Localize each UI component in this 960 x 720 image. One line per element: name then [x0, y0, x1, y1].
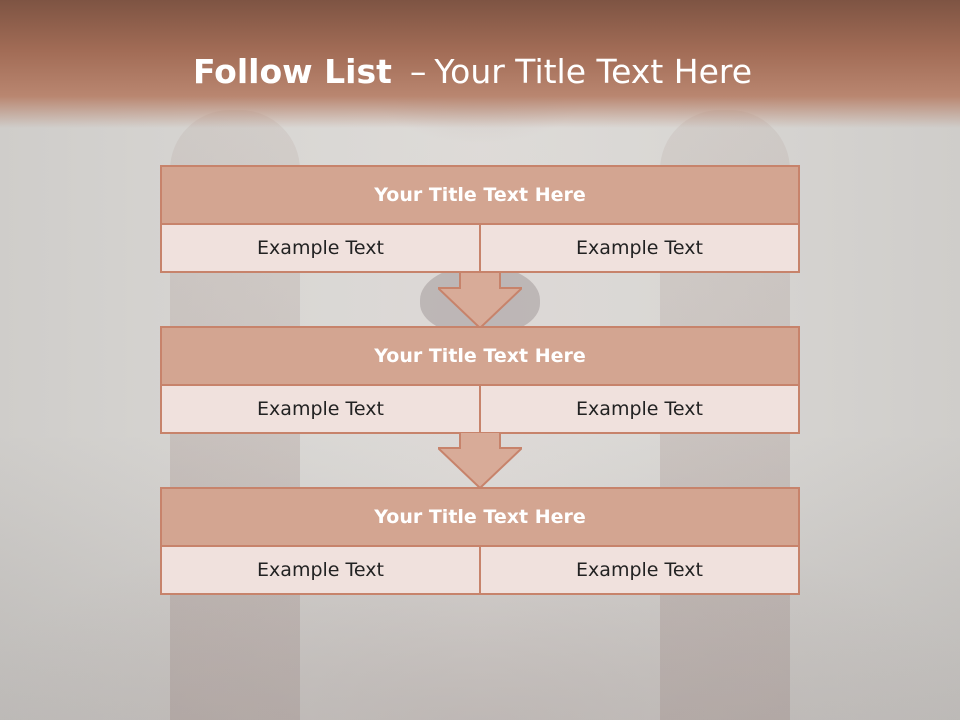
- step-box-1[interactable]: Your Title Text Here Example Text Exampl…: [160, 165, 800, 273]
- step-left-cell: Example Text: [257, 398, 384, 420]
- down-arrow-icon: [438, 272, 522, 330]
- step-right-cell: Example Text: [479, 386, 798, 432]
- step-row: Example Text Example Text: [162, 225, 798, 271]
- step-row: Example Text Example Text: [162, 386, 798, 432]
- down-arrow-icon: [438, 432, 522, 490]
- step-right-cell: Example Text: [479, 547, 798, 593]
- title-rest: Your Title Text Here: [434, 52, 753, 91]
- slide-title: Follow List–Your Title Text Here: [0, 52, 945, 91]
- title-bold: Follow List: [192, 52, 392, 91]
- step-title: Your Title Text Here: [162, 167, 798, 225]
- step-left-cell: Example Text: [257, 559, 384, 581]
- step-right-cell: Example Text: [479, 225, 798, 271]
- step-row: Example Text Example Text: [162, 547, 798, 593]
- title-dash: –: [409, 52, 427, 91]
- step-title: Your Title Text Here: [162, 489, 798, 547]
- step-title: Your Title Text Here: [162, 328, 798, 386]
- header-band: [0, 0, 960, 128]
- step-box-3[interactable]: Your Title Text Here Example Text Exampl…: [160, 487, 800, 595]
- step-left-cell: Example Text: [257, 237, 384, 259]
- step-box-2[interactable]: Your Title Text Here Example Text Exampl…: [160, 326, 800, 434]
